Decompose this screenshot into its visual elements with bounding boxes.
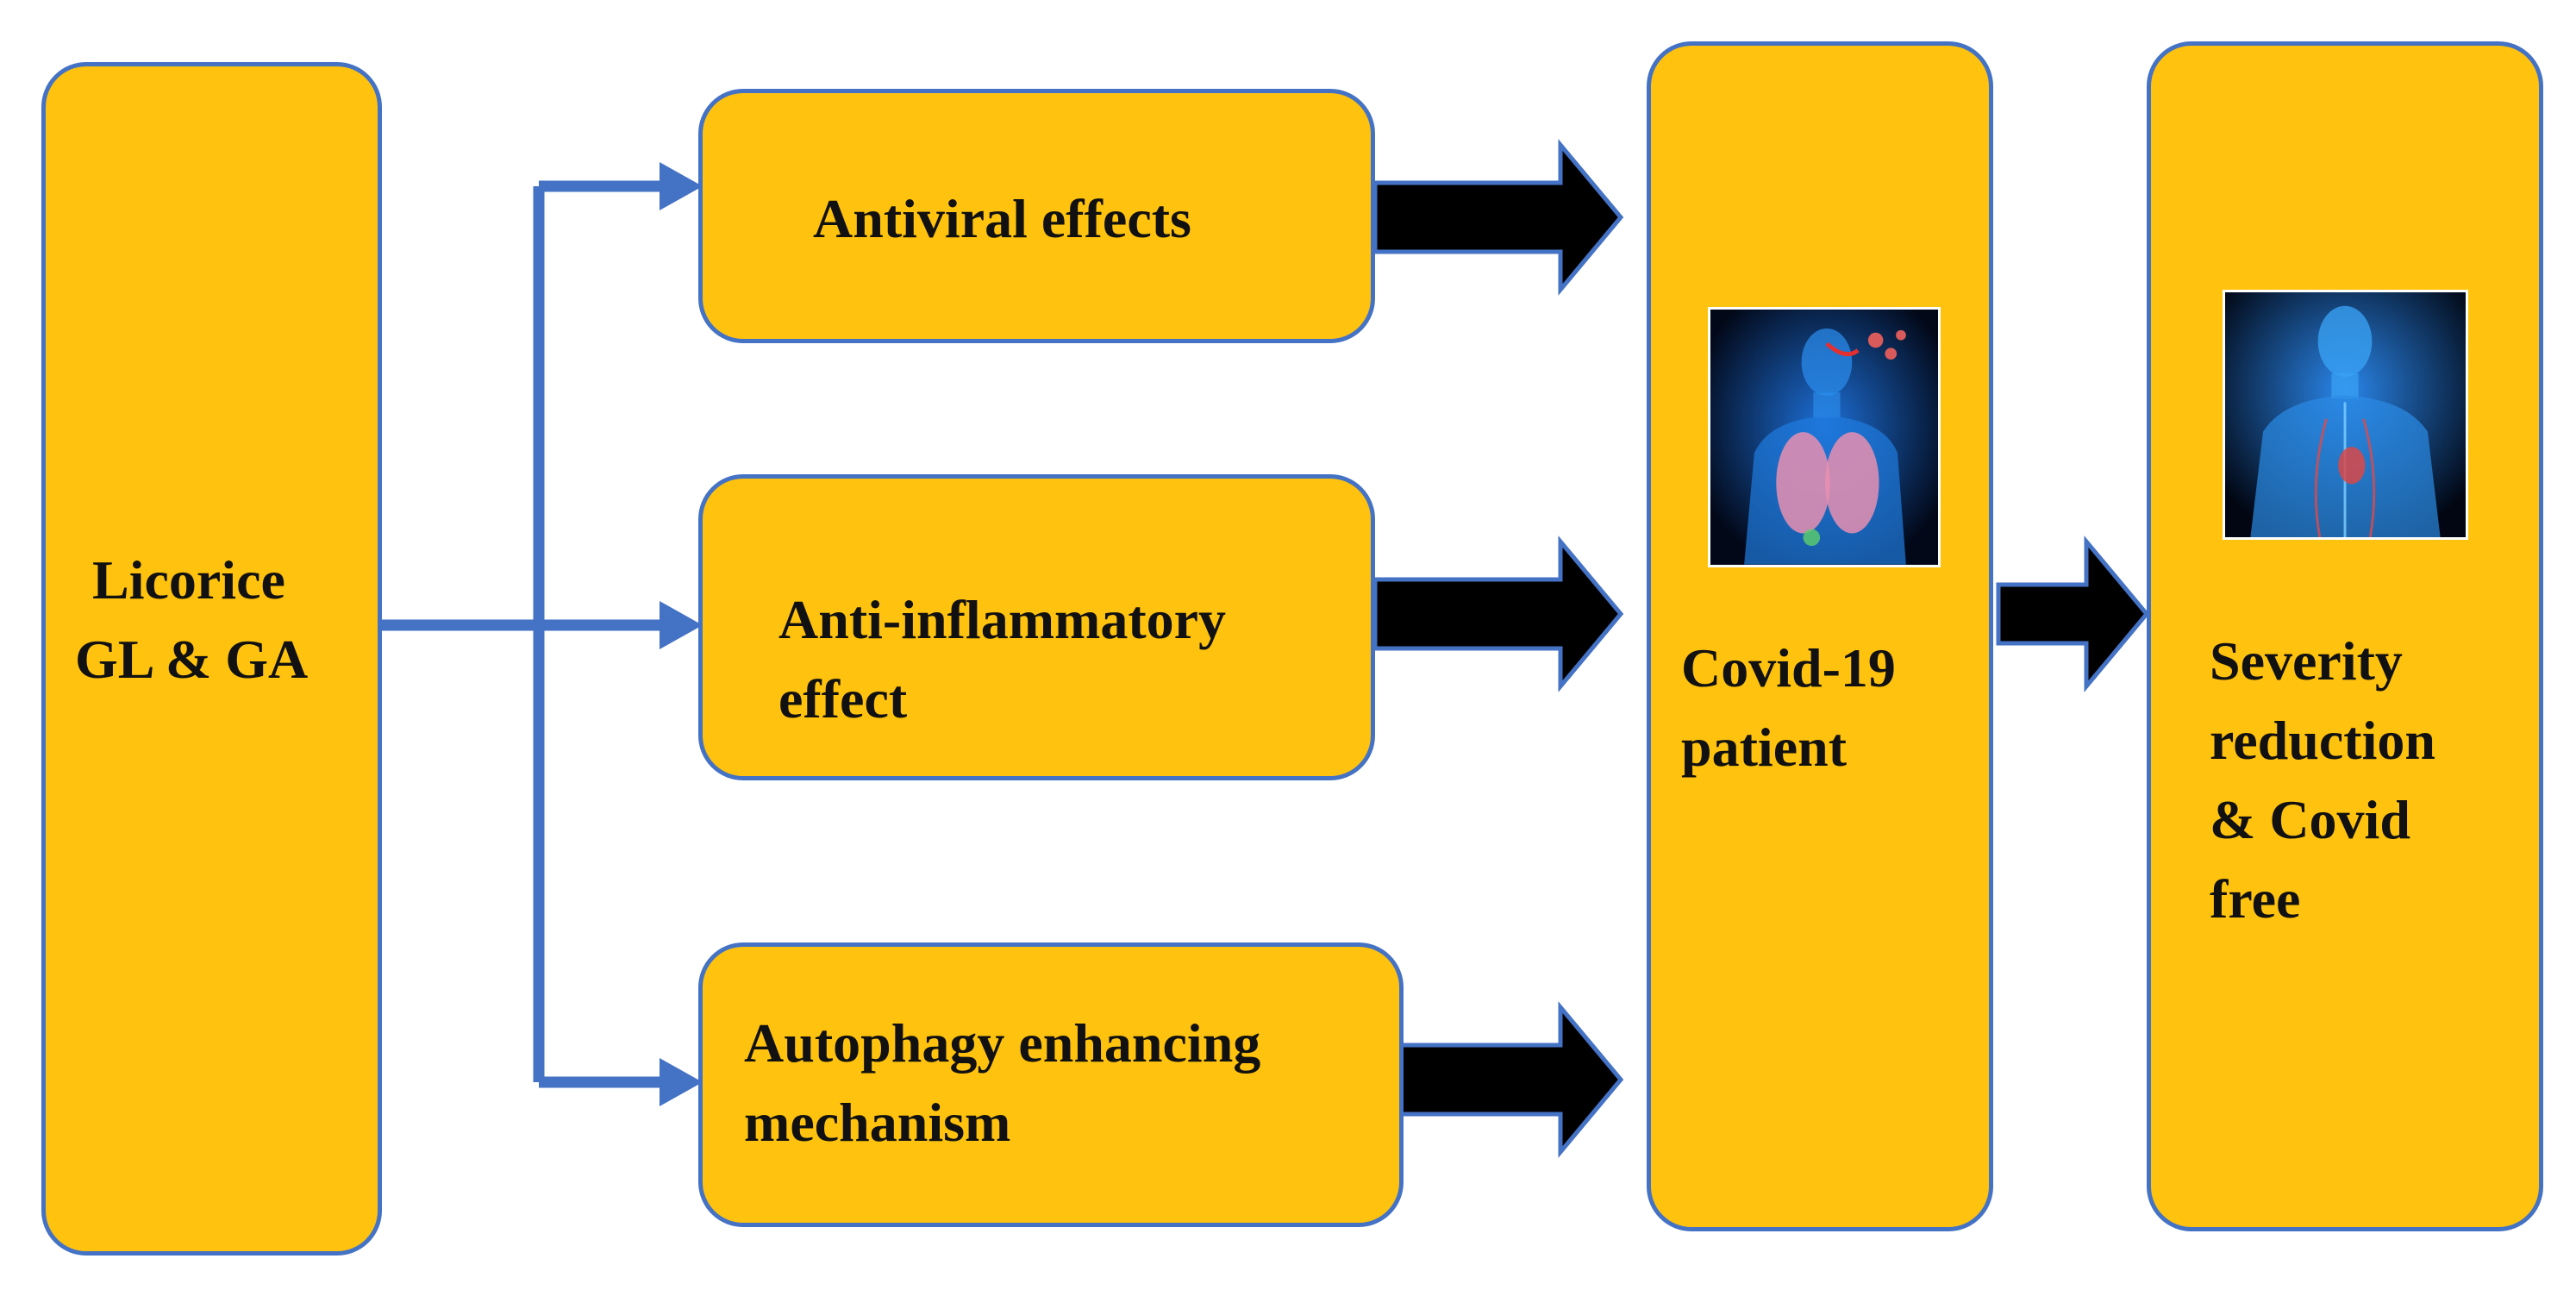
covid-patient-label: Covid-19 patient <box>1681 629 1896 787</box>
arrowhead-to-anti-inflammatory <box>660 601 703 649</box>
covid-patient-label-line-2: patient <box>1681 717 1847 778</box>
block-arrow-antiviral-to-patient <box>1372 139 1624 296</box>
severity-reduction-label-line-4: free <box>2210 868 2301 930</box>
anti-inflammatory-effect-label: Anti-inflammatory effect <box>778 580 1226 739</box>
block-arrow-autophagy-to-patient <box>1398 1001 1624 1158</box>
block-arrow-patient-to-outcome <box>1996 535 2150 692</box>
severity-reduction-label: Severity reduction & Covid free <box>2210 622 2435 939</box>
severity-reduction-label-line-3: & Covid <box>2210 789 2410 850</box>
infected-body-illustration-icon <box>1708 307 1941 567</box>
branch-connector <box>379 180 668 1088</box>
anti-inflammatory-effect-label-line-1: Anti-inflammatory <box>778 589 1227 650</box>
antiviral-effects-label: Antiviral effects <box>813 179 1191 259</box>
arrowhead-to-antiviral <box>660 162 703 210</box>
licorice-label: Licorice GL & GA <box>75 541 308 699</box>
licorice-label-line-2: GL & GA <box>75 629 309 690</box>
covid-patient-label-line-1: Covid-19 <box>1681 637 1896 698</box>
severity-reduction-label-line-1: Severity <box>2210 630 2403 692</box>
autophagy-enhancing-label-line-1: Autophagy enhancing <box>744 1012 1261 1074</box>
anti-inflammatory-effect-box: Anti-inflammatory effect <box>698 474 1375 780</box>
antiviral-effects-box: Antiviral effects <box>698 89 1375 343</box>
arrowhead-to-autophagy <box>660 1058 703 1106</box>
autophagy-enhancing-label-line-2: mechanism <box>744 1092 1011 1153</box>
severity-reduction-box: Severity reduction & Covid free <box>2147 41 2543 1231</box>
autophagy-enhancing-label: Autophagy enhancing mechanism <box>744 1004 1260 1162</box>
antiviral-effects-label-line-1: Antiviral effects <box>813 188 1191 249</box>
block-arrow-anti-inflammatory-to-patient <box>1372 535 1624 692</box>
covid-patient-box: Covid-19 patient <box>1647 41 1993 1231</box>
licorice-label-line-1: Licorice <box>92 549 285 611</box>
anti-inflammatory-effect-label-line-2: effect <box>778 668 908 730</box>
licorice-box: Licorice GL & GA <box>41 62 382 1256</box>
severity-reduction-label-line-2: reduction <box>2210 710 2435 771</box>
autophagy-enhancing-box: Autophagy enhancing mechanism <box>698 942 1404 1227</box>
healthy-body-illustration-icon <box>2223 290 2468 540</box>
